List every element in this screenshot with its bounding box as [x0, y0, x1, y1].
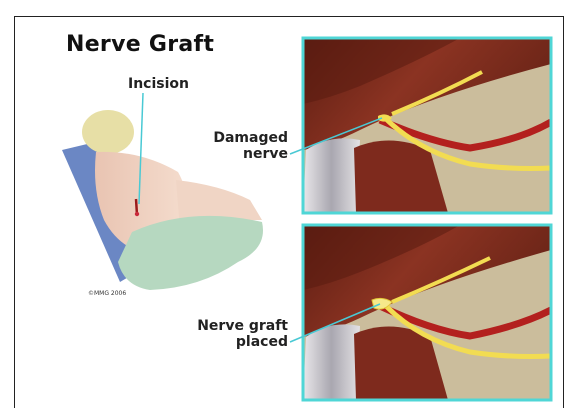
panel-nerve-graft [303, 225, 551, 400]
hair [82, 110, 134, 154]
damaged-nerve-label: Damaged nerve [200, 130, 288, 162]
panel-damaged-nerve [303, 38, 551, 213]
nerve-graft-label: Nerve graft placed [168, 318, 288, 350]
tendon [303, 138, 360, 213]
copyright-notice: ©MMG 2006 [88, 290, 126, 297]
incision-point [135, 212, 139, 216]
nerve-graft-label-line2: placed [168, 334, 288, 350]
nerve-graft-label-line1: Nerve graft [168, 318, 288, 334]
tendon [303, 324, 360, 400]
damaged-nerve-label-line1: Damaged [200, 130, 288, 146]
incision-label: Incision [128, 76, 189, 92]
figure-title: Nerve Graft [66, 32, 214, 57]
damaged-nerve-label-line2: nerve [200, 146, 288, 162]
